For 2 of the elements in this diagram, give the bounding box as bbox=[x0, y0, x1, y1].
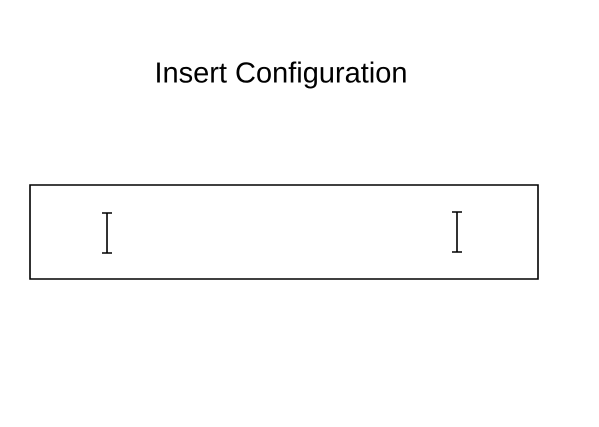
title: Insert Configuration bbox=[157, 61, 406, 89]
box bbox=[29, 184, 539, 280]
